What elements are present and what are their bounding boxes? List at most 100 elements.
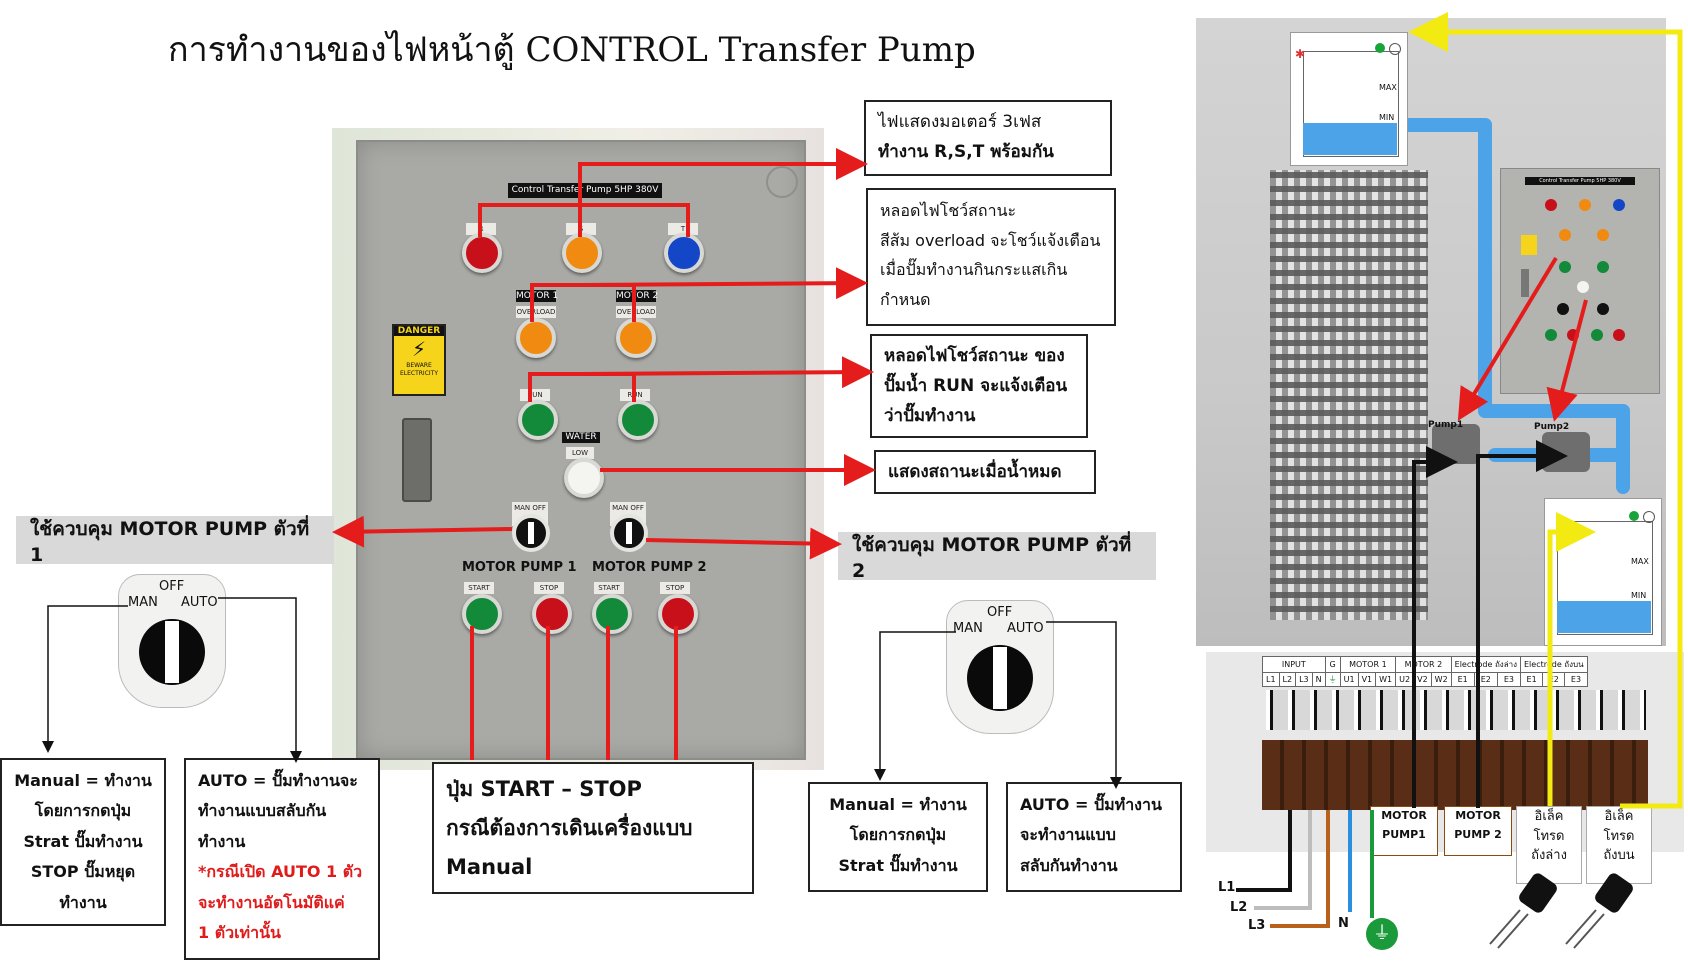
callout-run-line-2: ปั๊มน้ำ RUN จะแจ้งเตือน [884,375,1068,396]
water-label: WATER [562,432,600,443]
run-bracket [528,372,636,402]
selector-switch-1[interactable] [512,514,550,552]
right-auto-line-2: จะทำงานแบบ [1020,825,1116,845]
leader-right-manual [874,631,956,781]
left-auto-note-2: จะทำงานอัตโนมัติแค่ [198,892,345,912]
term-box-electrode-lower: อิเล็ค โทรด ถังล่าง [1516,806,1582,884]
callout-run-line-3: ว่าปั๊มทำงาน [884,405,976,426]
stop-label-2: STOP [660,582,690,594]
terminal-l1: L1 [1262,672,1280,687]
start-button-1[interactable] [462,594,502,634]
door-handle [402,418,432,502]
left-auto-line-2: ทำงานแบบสลับกัน [198,801,327,821]
wire-electrode-upper [1408,12,1683,809]
phase-label-t: T [668,223,698,235]
low-label: LOW [566,447,594,459]
callout-overload-line-2: สีส้ม overload จะโชว์แจ้งเตือน [880,230,1101,250]
right-manual-line-1: Manual = ทำงาน [829,795,967,814]
mini-nameplate: Control Transfer Pump 5HP 380V [1525,177,1635,185]
water-low-lamp [564,458,604,498]
term-box-motor1: MOTOR PUMP1 [1370,806,1438,856]
danger-title: DANGER [394,326,444,336]
upper-tank-water [1303,123,1397,155]
right-auto-line-1: AUTO = ปั๊มทำงาน [1020,795,1162,814]
upper-tank-min: MIN [1379,113,1395,122]
sel-right-off: OFF [987,605,1013,620]
sel-left-off: OFF [159,579,185,594]
leader-left-auto [218,597,302,763]
terminal-e1-upper: E1 [1519,672,1544,687]
callout-run-line-1: หลอดไฟโชว์สถานะ ของ [884,346,1065,366]
callout-phase-line-1: ไฟแสดงมอเตอร์ 3เฟส [878,112,1042,132]
danger-text: BEWARE ELECTRICITY [399,362,438,377]
callout-control-1: ใช้ควบคุม MOTOR PUMP ตัวที่ 1 [16,516,334,566]
wire-motor2 [1476,440,1568,808]
stop-button-1[interactable] [532,594,572,634]
term-box-upper-l1: อิเล็ค [1604,809,1634,824]
wire-electrode-lower [1547,512,1596,806]
wire-label-l1: L1 [1218,880,1236,895]
terminal-l3: L3 [1295,672,1313,687]
arrow-overload [581,267,868,300]
pump2-label: Pump2 [1534,422,1570,432]
left-auto-note-1: *กรณีเปิด AUTO 1 ตัว [198,862,363,882]
callout-phase-line-2: ทำงาน R,S,T พร้อมกัน [878,141,1054,162]
overload-bracket [530,283,636,322]
phase-t-lamp [664,233,704,273]
start-stop-line-3: Manual [446,854,533,879]
callout-overload-line-3: เมื่อปั๊มทำงานกินกระแสเกิน [880,260,1068,280]
right-auto-box: AUTO = ปั๊มทำงาน จะทำงานแบบ สลับกันทำงาน [1006,782,1182,892]
left-auto-box: AUTO = ปั๊มทำงานจะ ทำงานแบบสลับกัน ทำงาน… [184,758,380,960]
term-box-lower-l3: ถังล่าง [1531,848,1567,863]
overload-label-1: OVERLOAD [516,306,556,318]
callout-phase: ไฟแสดงมอเตอร์ 3เฟส ทำงาน R,S,T พร้อมกัน [864,100,1112,176]
left-manual-line-2: โดยการกดปุ่ม [34,801,132,821]
selector-switch-2[interactable] [610,514,648,552]
arrow-control-2 [645,527,842,560]
sel-left-auto: AUTO [181,595,218,610]
group-electrode-upper: Electrode ถังบน [1520,656,1588,673]
arrow-run [581,356,874,389]
right-manual-line-3: Strat ปั๊มทำงาน [838,855,958,875]
wire-l2 [1254,810,1312,910]
motor-pump-2-label: MOTOR PUMP 2 [592,560,707,575]
left-manual-box: Manual = ทำงาน โดยการกดปุ่ม Strat ปั๊มทำ… [0,758,166,926]
start-button-2[interactable] [592,594,632,634]
arrow-phase [578,148,868,237]
panel-nameplate: Control Transfer Pump 5HP 380V [508,183,662,198]
term-box-motor2: MOTOR PUMP 2 [1444,806,1512,856]
selector-switch-illustration-left: OFF MAN AUTO [118,574,226,708]
term-box-motor1-l2: PUMP1 [1382,827,1426,841]
arrow-control-1 [332,515,513,548]
mini-control-panel: Control Transfer Pump 5HP 380V [1500,168,1660,394]
pipe-vertical [1478,118,1492,418]
leader-right-auto [1046,621,1122,789]
right-auto-line-3: สลับกันทำงาน [1020,855,1118,875]
wire-label-l3: L3 [1248,918,1266,933]
term-box-lower-l2: โทรด [1533,828,1565,844]
wire-l1 [1236,810,1292,892]
terminal-e3-upper: E3 [1564,672,1588,687]
run-lamp-2 [618,400,658,440]
panel-logo-icon [766,166,798,198]
terminal-w1: W1 [1375,672,1397,687]
pipe-down [1616,404,1630,494]
upper-tank-green-lamp [1375,43,1385,53]
start-stop-leads [470,626,678,760]
start-label-1: START [464,582,494,594]
run-lamp-1 [518,400,558,440]
term-box-electrode-upper: อิเล็ค โทรด ถังบน [1586,806,1652,884]
upper-tank: MAX MIN ✱ [1290,32,1408,166]
upper-tank-max: MAX [1379,83,1397,92]
right-manual-box: Manual = ทำงาน โดยการกดปุ่ม Strat ปั๊มทำ… [808,782,988,892]
wire-label-l2: L2 [1230,900,1248,915]
lower-tank-min: MIN [1631,591,1647,600]
run-label-1: RUN [520,389,550,401]
left-manual-line-3: Strat ปั๊มทำงาน [23,831,143,851]
sel-right-auto: AUTO [1007,621,1044,636]
terminal-v1: V1 [1357,672,1377,687]
phase-bracket [478,203,690,237]
overload-lamp-1 [516,318,556,358]
callout-overload: หลอดไฟโชว์สถานะ สีส้ม overload จะโชว์แจ้… [866,188,1116,326]
left-auto-line-1: AUTO = ปั๊มทำงานจะ [198,771,358,790]
